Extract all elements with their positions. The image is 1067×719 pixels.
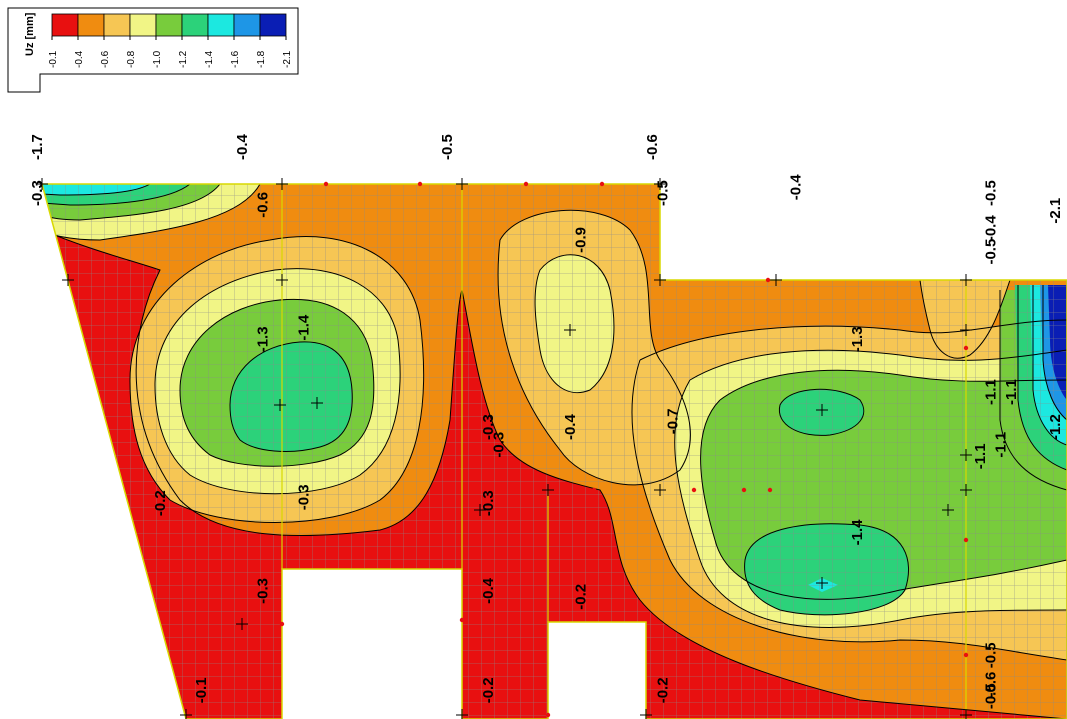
contour-value-label: -1.7	[29, 134, 46, 160]
color-legend: Uz [mm] -0.1 -0.4 -0.6 -0.8 -1.0 -1.2 -1.4 -1.6…	[7, 7, 299, 93]
contour-value-label: -0.5	[982, 239, 999, 265]
contour-lines	[42, 184, 1067, 719]
contour-value-label: -0.3	[480, 490, 497, 516]
contour-value-label: -0.3	[255, 578, 272, 604]
contour-value-label: -0.6	[982, 672, 999, 698]
contour-value-label: -2.1	[1047, 198, 1064, 224]
contour-value-label: -0.3	[490, 432, 507, 458]
contour-value-label: -0.4	[788, 174, 805, 201]
contour-value-label: -0.5	[439, 134, 456, 160]
legend-swatch	[129, 13, 157, 37]
legend-tick-label: -0.4	[74, 50, 85, 68]
legend-tick-label: -0.8	[126, 50, 137, 68]
legend-swatch	[77, 13, 105, 37]
legend-tick-label: -1.6	[230, 50, 241, 68]
contour-value-label: -1.2	[1047, 414, 1064, 440]
support-points	[279, 181, 969, 718]
contour-value-label: -1.1	[982, 379, 999, 405]
contour-value-label: -1.1	[993, 432, 1010, 458]
contour-value-label: -1.4	[296, 314, 313, 341]
contour-value-label: -0.1	[193, 677, 210, 703]
contour-value-label: -1.1	[1003, 379, 1020, 405]
contour-value-label: -0.2	[480, 677, 497, 703]
support-lines	[281, 184, 967, 719]
contour-value-label: -0.7	[665, 408, 682, 434]
contour-value-label: -0.2	[572, 584, 589, 610]
legend-tick-label: -1.2	[178, 50, 189, 68]
contour-value-label: -0.4	[480, 577, 497, 604]
node-markers	[36, 178, 972, 719]
contour-value-label: -1.3	[849, 326, 866, 352]
value-labels: -1.7-0.4-0.5-0.6-0.3-0.6-1.3-1.4-0.9-0.5…	[29, 133, 1064, 709]
legend-tick-label: -2.1	[282, 50, 293, 68]
contour-value-label: -1.1	[972, 443, 989, 469]
contour-value-label: -0.3	[296, 484, 313, 510]
contour-value-label: -0.5	[654, 180, 671, 206]
legend-tick-label: -1.0	[152, 50, 163, 68]
legend-swatch	[207, 13, 235, 37]
legend-title: Uz [mm]	[24, 12, 36, 56]
legend-swatch	[51, 13, 79, 37]
contour-value-label: -1.4	[849, 519, 866, 546]
contour-value-label: -0.5	[982, 683, 999, 709]
legend-swatch	[181, 13, 209, 37]
slab-contours	[42, 184, 1067, 719]
contour-value-label: -1.3	[255, 326, 272, 352]
legend-swatch	[233, 13, 261, 37]
legend-tick-label: -0.1	[48, 50, 59, 68]
legend-swatch	[155, 13, 183, 37]
legend-tick-label: -0.6	[100, 50, 111, 68]
legend-tick-label: -1.8	[256, 50, 267, 68]
contour-value-label: -0.3	[29, 180, 46, 206]
contour-value-label: -0.4	[982, 215, 999, 242]
contour-value-label: -0.4	[562, 414, 579, 441]
contour-value-label: -0.6	[255, 192, 272, 218]
contour-value-label: -0.6	[644, 134, 661, 160]
contour-value-label: -0.3	[480, 414, 497, 440]
legend-swatch	[103, 13, 131, 37]
contour-value-label: -0.4	[234, 133, 251, 160]
contour-value-label: -0.9	[572, 227, 589, 253]
legend-swatch	[259, 13, 287, 37]
contour-value-label: -0.5	[982, 642, 999, 668]
legend-tick-label: -1.4	[204, 50, 215, 68]
contour-value-label: -0.5	[982, 180, 999, 206]
contour-value-label: -0.2	[152, 490, 169, 516]
contour-value-label: -0.2	[654, 677, 671, 703]
fe-mesh	[42, 184, 1067, 719]
